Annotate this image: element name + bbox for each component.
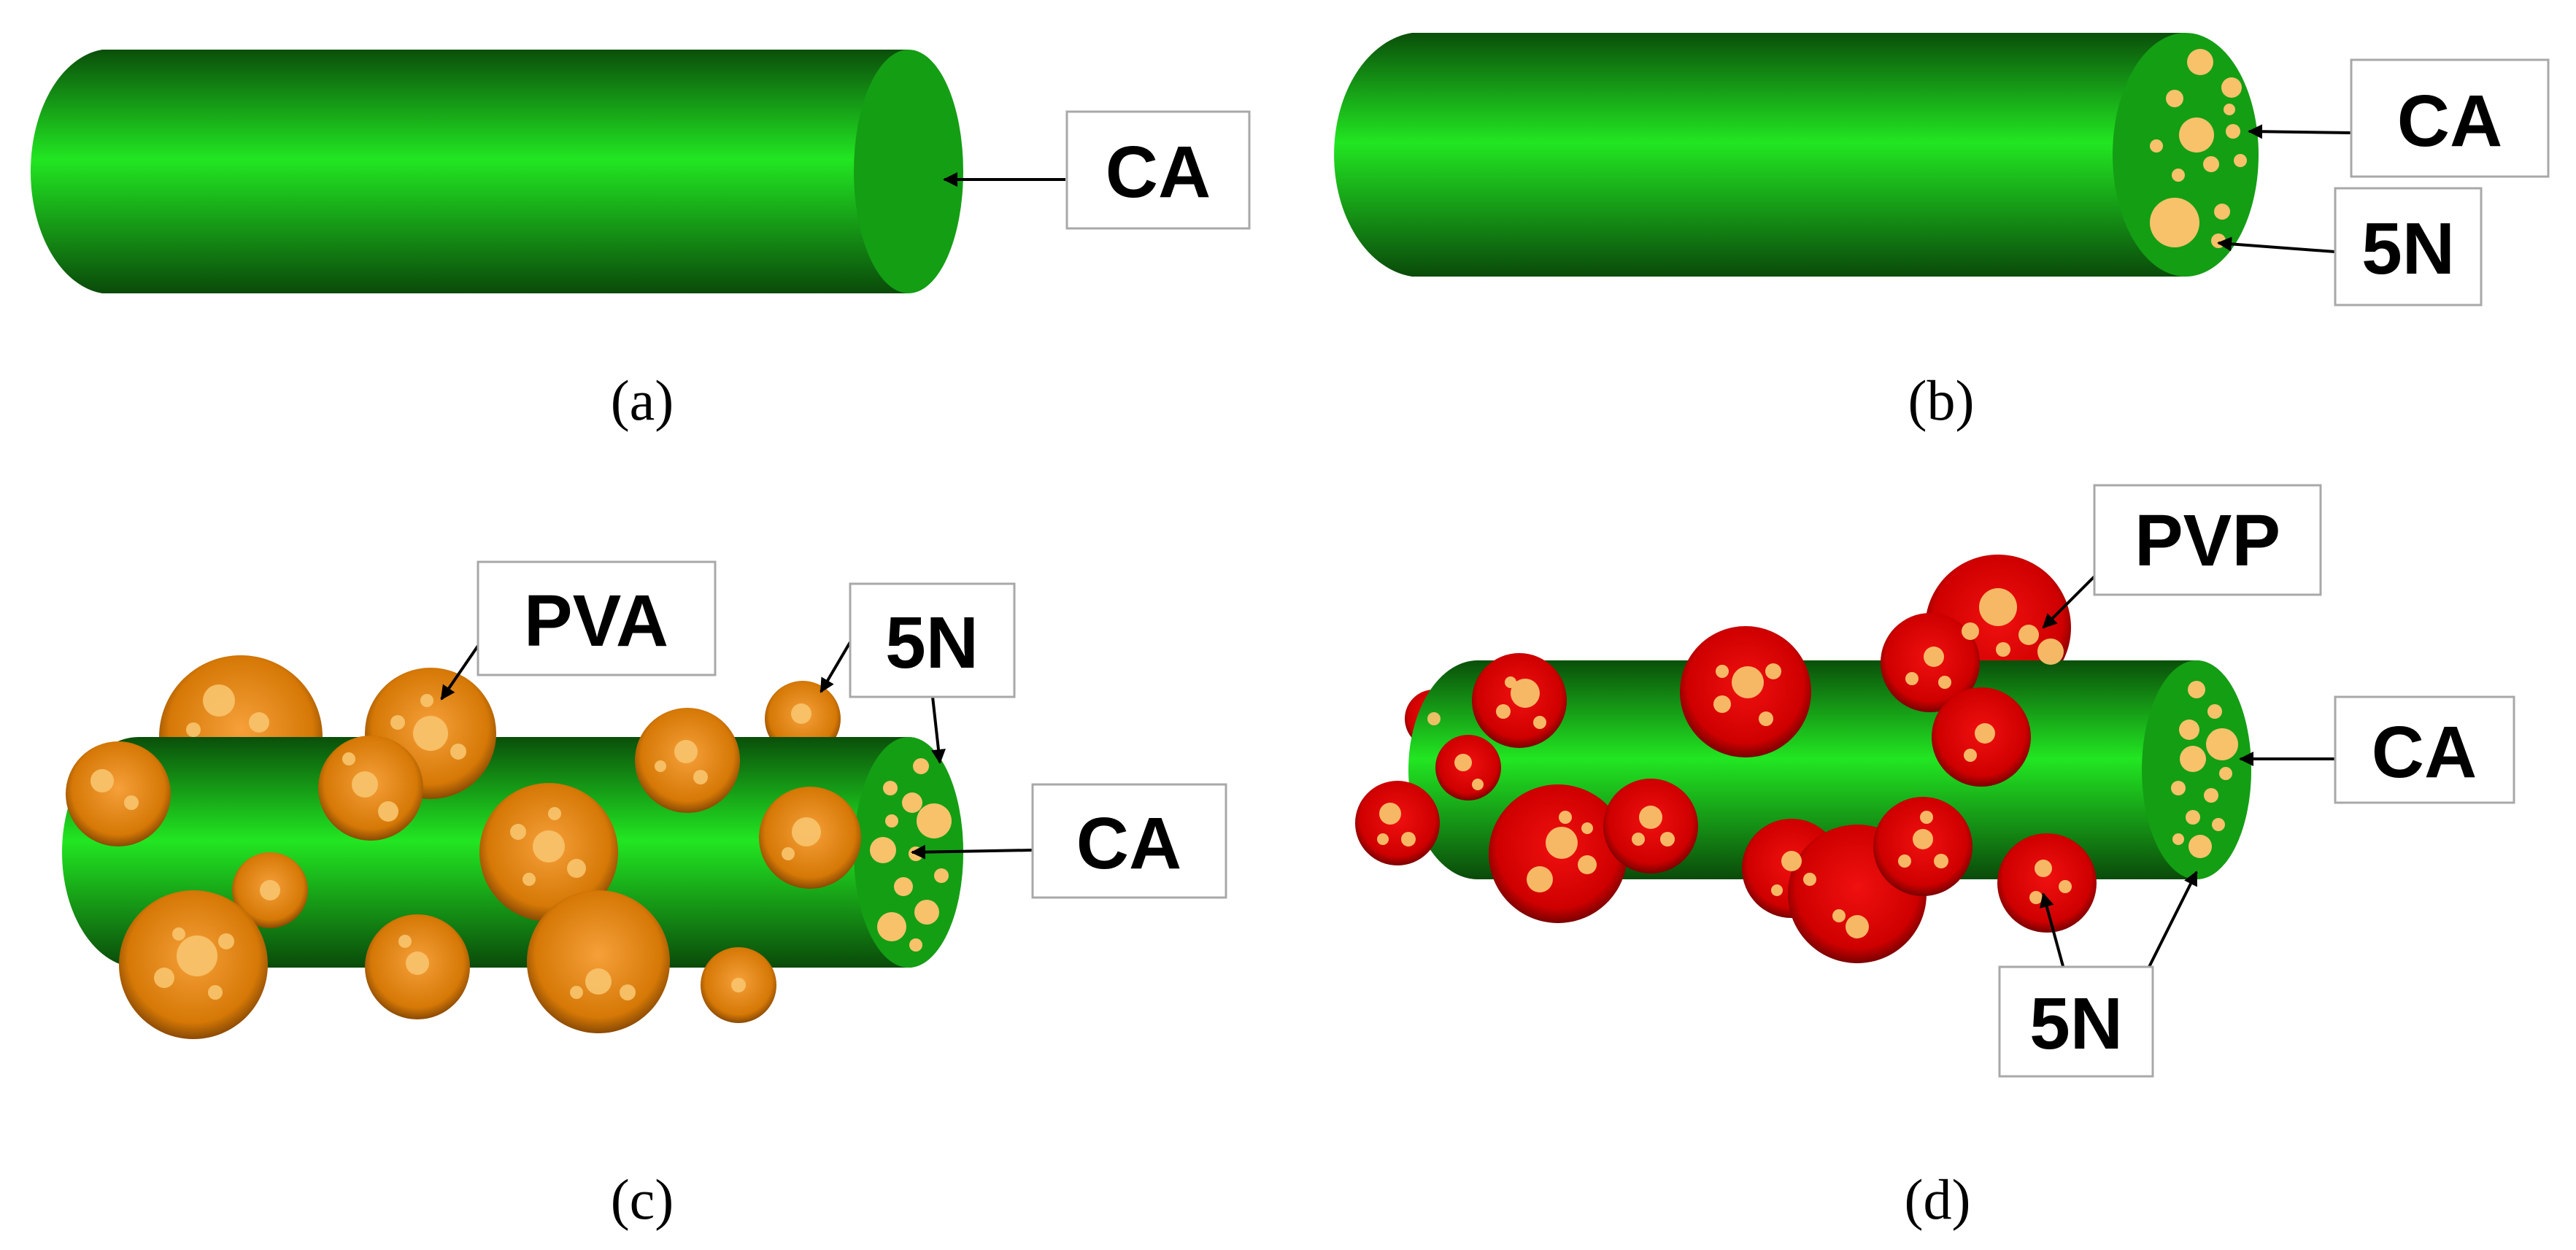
arrow-pointer-icon — [2042, 575, 2096, 629]
arrow-pointer-icon — [931, 696, 946, 764]
drug-particles — [870, 758, 952, 952]
label-5n-text: 5N — [885, 602, 979, 684]
arrow-pointer-icon — [2248, 124, 2352, 139]
panel-c: PVA 5N CA (c) — [62, 560, 1227, 1231]
label-ca-text: CA — [2372, 711, 2477, 793]
label-5n: 5N — [849, 582, 1016, 698]
panel-a: CA (a) — [30, 50, 1251, 432]
arrow-pointer-icon — [2217, 236, 2336, 253]
pva-inner-particles — [90, 684, 821, 1000]
label-5n-text: 5N — [2361, 208, 2455, 290]
label-ca: CA — [1065, 110, 1251, 230]
panel-b: CA 5N (b) — [1334, 33, 2550, 432]
label-pva: PVA — [477, 560, 717, 676]
panel-caption: (b) — [1908, 369, 1975, 432]
fiber-body — [30, 50, 957, 293]
arrow-pointer-icon — [440, 644, 479, 701]
arrow-pointer-icon — [820, 641, 852, 693]
panel-caption: (c) — [611, 1168, 674, 1231]
label-ca-text: CA — [2397, 80, 2502, 162]
pvp-inner-particles — [1377, 588, 2072, 938]
label-ca: CA — [1031, 783, 1227, 899]
label-5n: 5N — [2334, 187, 2483, 306]
label-pva-text: PVA — [524, 580, 668, 662]
panel-caption: (a) — [611, 369, 674, 432]
drug-particles — [2150, 49, 2247, 248]
drug-particles — [2171, 681, 2238, 858]
arrow-pointer-icon — [2040, 892, 2067, 975]
fiber-end-face — [854, 50, 963, 293]
arrow-pointer-icon — [911, 844, 1033, 860]
label-ca: CA — [2350, 58, 2550, 178]
arrow-pointer-icon — [2140, 871, 2198, 982]
label-5n-text: 5N — [2029, 983, 2123, 1065]
label-5n: 5N — [1998, 965, 2154, 1078]
panel-d: PVP CA 5N (d) — [1355, 484, 2515, 1231]
label-pvp: PVP — [2093, 484, 2322, 596]
label-ca: CA — [2334, 695, 2515, 804]
label-ca-text: CA — [1076, 803, 1181, 884]
label-ca-text: CA — [1106, 131, 1211, 213]
panel-caption: (d) — [1905, 1168, 1971, 1231]
fiber-body — [1334, 33, 2251, 277]
label-pvp-text: PVP — [2135, 500, 2280, 582]
